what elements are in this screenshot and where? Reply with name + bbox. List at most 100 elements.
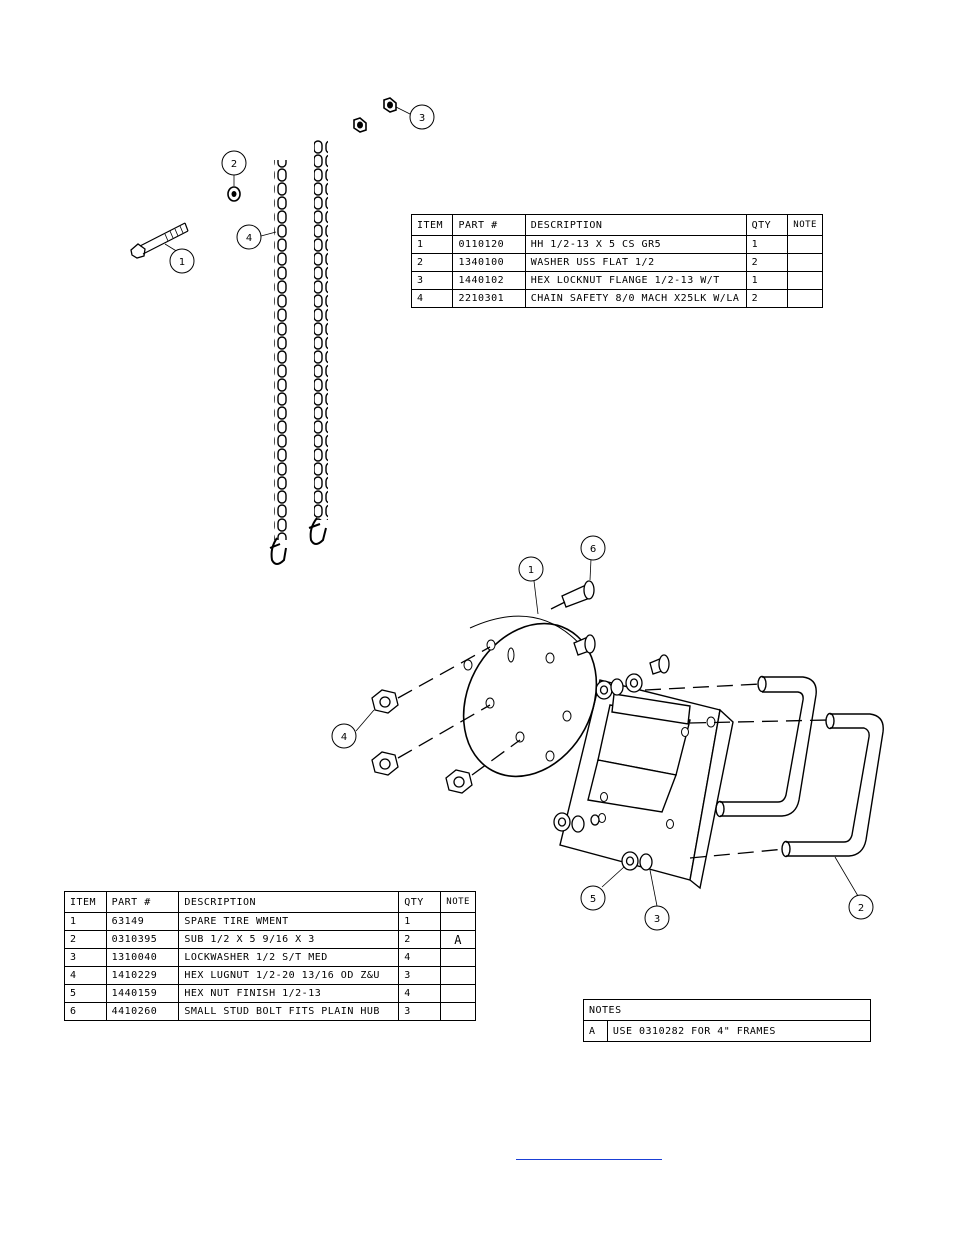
- table-row: A USE 0310282 FOR 4" FRAMES: [583, 1020, 872, 1042]
- cell-description: LOCKWASHER 1/2 S/T MED: [178, 948, 400, 967]
- col-part: PART #: [452, 214, 526, 236]
- cell-note: [787, 235, 823, 254]
- hex-bolt: [130, 222, 189, 259]
- svg-text:1: 1: [528, 565, 534, 576]
- cell-note: [787, 253, 823, 272]
- cell-part: 1440102: [452, 271, 526, 290]
- svg-text:1: 1: [179, 257, 185, 268]
- safety-chain: [269, 160, 288, 565]
- assembly-lines: [397, 601, 829, 859]
- cell-qty: 1: [745, 235, 789, 254]
- cell-part: 2210301: [452, 289, 526, 308]
- cell-item: 3: [410, 271, 454, 290]
- col-description: DESCRIPTION: [524, 214, 747, 236]
- bracket-nuts: [553, 673, 653, 871]
- svg-text:5: 5: [590, 894, 596, 905]
- cell-part: 4410260: [105, 1002, 180, 1021]
- table-row: 4 2210301 CHAIN SAFETY 8/0 MACH X25LK W/…: [410, 289, 823, 308]
- cell-note: [440, 966, 476, 985]
- cell-item: 4: [410, 289, 454, 308]
- svg-text:3: 3: [654, 914, 660, 925]
- spare-tire-hub-plate: [462, 615, 598, 778]
- cell-note: [440, 984, 476, 1003]
- table-row: 1 0110120 HH 1/2-13 X 5 CS GR5 1: [410, 235, 823, 254]
- balloon-2: 2: [221, 150, 247, 176]
- table-header-row: ITEM PART # DESCRIPTION QTY NOTE: [64, 891, 476, 913]
- cell-note: A: [440, 930, 476, 949]
- balloon-5: 5: [580, 885, 606, 911]
- table-row: 1 63149 SPARE TIRE WMENT 1: [64, 912, 476, 931]
- bom-table-spare-tire-carrier: ITEM PART # DESCRIPTION QTY NOTE 1 63149…: [64, 891, 476, 1021]
- notes-table: NOTES A USE 0310282 FOR 4" FRAMES: [583, 999, 872, 1042]
- cell-item: 1: [64, 912, 107, 931]
- col-item: ITEM: [410, 214, 454, 236]
- cell-description: SUB 1/2 X 5 9/16 X 3: [178, 930, 400, 949]
- cell-qty: 4: [398, 984, 442, 1003]
- cell-part: 63149: [105, 912, 180, 931]
- cell-part: 0310395: [105, 930, 180, 949]
- notes-header: NOTES: [583, 999, 871, 1021]
- cell-part: 1310040: [105, 948, 180, 967]
- table-row: 4 1410229 HEX LUGNUT 1/2-20 13/16 OD Z&U…: [64, 966, 476, 985]
- table-row: 5 1440159 HEX NUT FINISH 1/2-13 4: [64, 984, 476, 1003]
- cell-description: HEX NUT FINISH 1/2-13: [178, 984, 400, 1003]
- cell-description: CHAIN SAFETY 8/0 MACH X25LK W/LA: [524, 289, 747, 308]
- svg-text:3: 3: [419, 113, 425, 124]
- footer-link-underline[interactable]: [516, 1159, 662, 1160]
- table-row: 2 1340100 WASHER USS FLAT 1/2 2: [410, 253, 823, 272]
- balloon-2: 2: [848, 894, 874, 920]
- cell-qty: 3: [398, 966, 442, 985]
- balloon-6: 6: [580, 535, 606, 561]
- balloon-1: 1: [518, 556, 544, 582]
- cell-description: SPARE TIRE WMENT: [178, 912, 400, 931]
- table-row: 2 0310395 SUB 1/2 X 5 9/16 X 3 2 A: [64, 930, 476, 949]
- table-header-row: ITEM PART # DESCRIPTION QTY NOTE: [410, 214, 823, 236]
- col-note: NOTE: [787, 214, 823, 236]
- cell-note: [440, 912, 476, 931]
- cell-item: 6: [64, 1002, 107, 1021]
- cell-qty: 2: [745, 253, 789, 272]
- cell-item: 3: [64, 948, 107, 967]
- cell-item: 2: [64, 930, 107, 949]
- table-row: 3 1440102 HEX LOCKNUT FLANGE 1/2-13 W/T …: [410, 271, 823, 290]
- table-row: 3 1310040 LOCKWASHER 1/2 S/T MED 4: [64, 948, 476, 967]
- cell-item: 1: [410, 235, 454, 254]
- balloon-4: 4: [331, 723, 357, 749]
- note-text: USE 0310282 FOR 4" FRAMES: [606, 1020, 872, 1042]
- cell-note: [787, 289, 823, 308]
- col-qty: QTY: [745, 214, 789, 236]
- cell-qty: 1: [398, 912, 442, 931]
- col-note: NOTE: [440, 891, 476, 913]
- safety-chain: [308, 140, 328, 545]
- svg-text:4: 4: [246, 233, 252, 244]
- hex-lugnut: [371, 689, 473, 794]
- cell-qty: 1: [745, 271, 789, 290]
- cell-qty: 3: [398, 1002, 442, 1021]
- svg-text:6: 6: [590, 544, 596, 555]
- notes-header-row: NOTES: [583, 999, 871, 1021]
- bracket-holes: [598, 716, 716, 829]
- note-id: A: [583, 1020, 608, 1042]
- balloon-3: 3: [409, 104, 435, 130]
- balloon-4: 4: [236, 224, 262, 250]
- balloon-1: 1: [169, 248, 195, 274]
- cell-description: HEX LOCKNUT FLANGE 1/2-13 W/T: [524, 271, 747, 290]
- bom-table-chain-kit: ITEM PART # DESCRIPTION QTY NOTE 1 01101…: [410, 214, 823, 308]
- flat-washer: [227, 186, 241, 202]
- cell-part: 1410229: [105, 966, 180, 985]
- svg-text:2: 2: [231, 159, 237, 170]
- balloon-3: 3: [644, 905, 670, 931]
- stud-bolt: [561, 580, 670, 675]
- cell-description: HH 1/2-13 X 5 CS GR5: [524, 235, 747, 254]
- cell-qty: 2: [398, 930, 442, 949]
- cell-description: SMALL STUD BOLT FITS PLAIN HUB: [178, 1002, 400, 1021]
- table-row: 6 4410260 SMALL STUD BOLT FITS PLAIN HUB…: [64, 1002, 476, 1021]
- cell-qty: 4: [398, 948, 442, 967]
- svg-text:2: 2: [858, 903, 864, 914]
- cell-description: HEX LUGNUT 1/2-20 13/16 OD Z&U: [178, 966, 400, 985]
- cell-item: 5: [64, 984, 107, 1003]
- col-description: DESCRIPTION: [178, 891, 400, 913]
- cell-item: 4: [64, 966, 107, 985]
- cell-part: 0110120: [452, 235, 526, 254]
